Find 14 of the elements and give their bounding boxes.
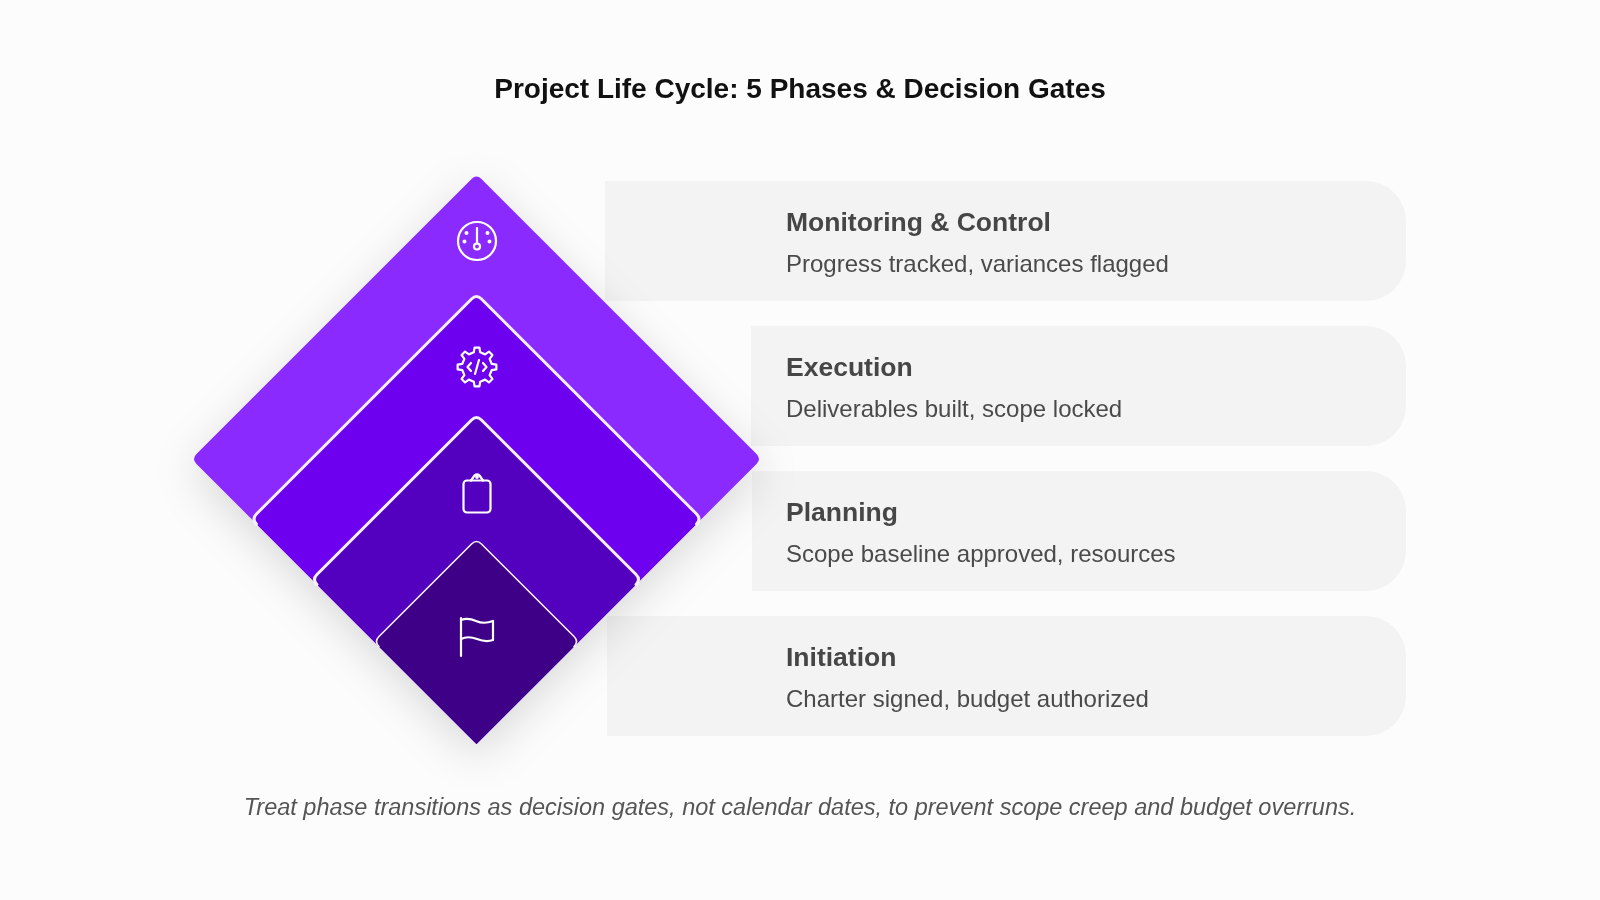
phase-heading: Initiation bbox=[786, 641, 897, 674]
phase-heading: Monitoring & Control bbox=[786, 206, 1051, 239]
diagram-title: Project Life Cycle: 5 Phases & Decision Gates bbox=[493, 72, 1107, 106]
phase-description: Charter signed, budget authorized bbox=[786, 684, 1149, 714]
phase-heading: Planning bbox=[786, 496, 898, 529]
phase-card bbox=[607, 616, 1406, 736]
phase-heading: Execution bbox=[786, 351, 913, 384]
phase-description: Scope baseline approved, resources bbox=[786, 539, 1176, 569]
phase-description: Progress tracked, variances flagged bbox=[786, 249, 1169, 279]
phase-card bbox=[752, 471, 1406, 591]
phase-description: Deliverables built, scope locked bbox=[786, 394, 1123, 424]
phase-card bbox=[751, 326, 1406, 446]
diagram-caption: Treat phase transitions as decision gates, not calendar dates, to prevent scope creep and budget overruns. bbox=[243, 794, 1357, 820]
phase-card bbox=[605, 181, 1406, 301]
